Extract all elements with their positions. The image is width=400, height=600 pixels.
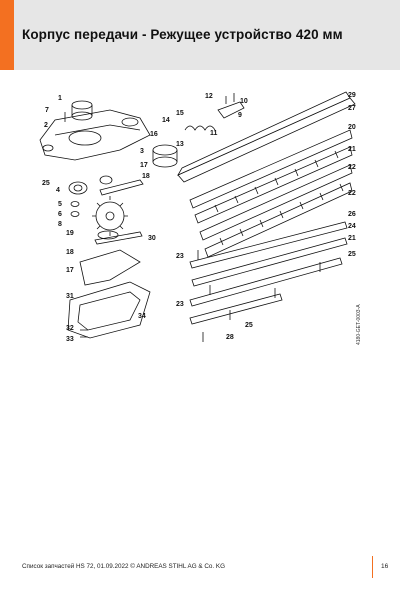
callout: 25 xyxy=(348,251,356,258)
footer-copyright: Список запчастей HS 72, 01.09.2022 © AND… xyxy=(22,563,225,570)
callout: 6 xyxy=(58,211,62,218)
callout: 14 xyxy=(162,117,170,124)
callout: 23 xyxy=(176,253,184,260)
callout: 10 xyxy=(240,98,248,105)
callout: 28 xyxy=(226,334,234,341)
callout: 18 xyxy=(142,173,150,180)
callout: 13 xyxy=(176,141,184,148)
callout: 2 xyxy=(44,122,48,129)
callout: 29 xyxy=(348,92,356,99)
callout: 27 xyxy=(348,105,356,112)
page-title: Корпус передачи - Режущее устройство 420… xyxy=(22,27,343,42)
callout: 11 xyxy=(210,130,218,137)
callout: 12 xyxy=(205,93,213,100)
callout: 8 xyxy=(58,221,62,228)
callout: 16 xyxy=(150,131,158,138)
page-header: Корпус передачи - Режущее устройство 420… xyxy=(0,0,400,70)
callout: 17 xyxy=(66,267,74,274)
callout: 17 xyxy=(140,162,148,169)
callout: 24 xyxy=(348,223,356,230)
page-number: 16 xyxy=(381,563,389,570)
callout: 25 xyxy=(245,322,253,329)
callout: 4 xyxy=(56,187,60,194)
callout: 5 xyxy=(58,201,62,208)
callout: 25 xyxy=(42,180,50,187)
parts-diagram: 1 7 2 4 25 5 6 8 19 18 17 31 32 33 3 16 … xyxy=(0,80,400,360)
callout: 9 xyxy=(238,112,242,119)
callout: 34 xyxy=(138,313,146,320)
callout: 21 xyxy=(348,146,356,153)
callout: 32 xyxy=(66,325,74,332)
callout: 18 xyxy=(66,249,74,256)
callout: 23 xyxy=(176,301,184,308)
callout: 31 xyxy=(66,293,74,300)
footer-divider xyxy=(372,556,373,578)
callout: 3 xyxy=(140,148,144,155)
callout: 30 xyxy=(148,235,156,242)
callout: 19 xyxy=(66,230,74,237)
drawing-code: 4180-GET-0003-A xyxy=(356,304,362,345)
callout: 33 xyxy=(66,336,74,343)
callout: 21 xyxy=(348,235,356,242)
callout: 15 xyxy=(176,110,184,117)
callout: 20 xyxy=(348,124,356,131)
callout: 26 xyxy=(348,211,356,218)
callout: 1 xyxy=(58,95,62,102)
callout: 22 xyxy=(348,190,356,197)
header-accent-bar xyxy=(0,0,14,70)
callout: 7 xyxy=(45,107,49,114)
callout: 22 xyxy=(348,164,356,171)
exploded-view-svg: 1 7 2 4 25 5 6 8 19 18 17 31 32 33 3 16 … xyxy=(39,91,362,345)
